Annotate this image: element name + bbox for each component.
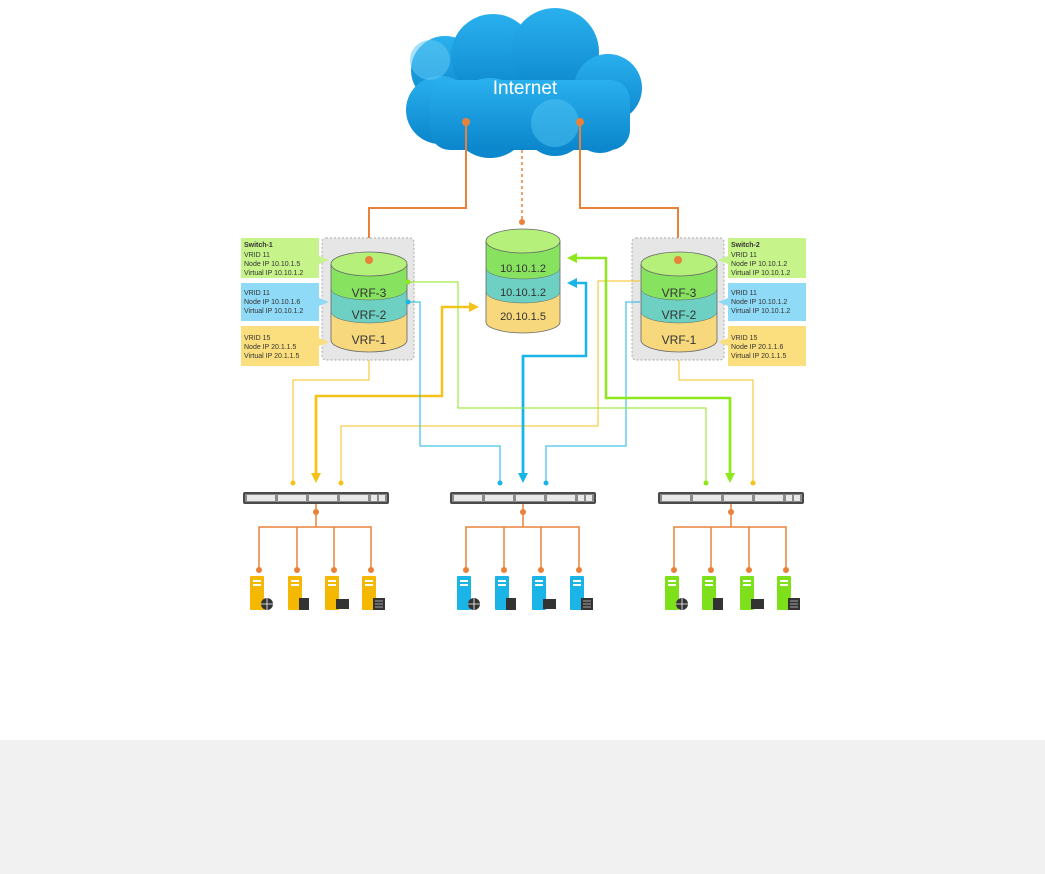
server: [495, 576, 516, 610]
switch1-blue-line3: Virtual IP 10.10.1.2: [244, 308, 303, 315]
list-icon: [581, 598, 593, 610]
center-store: 10.10.1.2 10.10.1.2 20.10.1.5: [485, 228, 561, 334]
globe-icon: [468, 598, 480, 610]
switch2-green-line2: Node IP 10.10.1.2: [731, 261, 787, 268]
monitor-icon: [543, 599, 556, 609]
switch2-title: Switch-2: [731, 242, 760, 249]
switch1-green-line1: VRID 11: [244, 252, 270, 259]
switch1-green-line3: Virtual IP 10.10.1.2: [244, 270, 303, 277]
switch1-title: Switch-1: [244, 242, 273, 249]
switch2-blue-line2: Node IP 10.10.1.2: [731, 299, 787, 306]
list-icon: [788, 598, 800, 610]
uplink-switch2: [579, 122, 679, 258]
server: [665, 576, 688, 610]
server: [570, 576, 593, 610]
switch2-blue-line3: Virtual IP 10.10.1.2: [731, 308, 790, 315]
yellow-links: [290, 280, 756, 486]
uplink-switch1: [368, 122, 467, 258]
switch1-yellow-line2: Node IP 20.1.1.5: [244, 344, 297, 351]
server-group-yellow: [250, 576, 385, 610]
server: [532, 576, 556, 610]
switch1-info-green: [241, 238, 319, 278]
switch1-vrf1-label: VRF-1: [352, 333, 387, 347]
switch1-info-yellow: [241, 326, 319, 366]
access-switch-center: [450, 492, 596, 504]
switch1-vrf3-label: VRF-3: [352, 286, 387, 300]
server: [702, 576, 723, 610]
switch2-vrf1-label: VRF-1: [662, 333, 697, 347]
globe-icon: [261, 598, 273, 610]
server: [362, 576, 385, 610]
switch-1: VRF-3 VRF-2 VRF-1 Switch-1 VRID 11 Node …: [241, 237, 415, 366]
footer-area: [0, 740, 1045, 874]
switch2-info-yellow: [728, 326, 806, 366]
server: [288, 576, 309, 610]
internet-cloud: Internet: [406, 8, 642, 158]
server-group-green: [665, 576, 800, 610]
document-icon: [506, 598, 516, 610]
switch1-vrf2-label: VRF-2: [352, 308, 387, 322]
server-tree-lines: [258, 504, 787, 570]
document-icon: [299, 598, 309, 610]
access-switch-left: [243, 492, 389, 504]
server: [457, 576, 480, 610]
switch2-yellow-line2: Node IP 20.1.1.6: [731, 344, 784, 351]
monitor-icon: [751, 599, 764, 609]
switch2-vrf3-label: VRF-3: [662, 286, 697, 300]
switch2-blue-line1: VRID 11: [731, 290, 757, 297]
center-layer-top: 10.10.1.2: [500, 263, 546, 275]
server: [777, 576, 800, 610]
server-tree-dots: [256, 509, 789, 573]
switch2-info-green: [728, 238, 806, 278]
switch1-yellow-line1: VRID 15: [244, 335, 271, 342]
switch2-vrf2-label: VRF-2: [662, 308, 697, 322]
switch2-green-line1: VRID 11: [731, 252, 757, 259]
switch2-info-blue: [728, 283, 806, 321]
green-links: [405, 253, 735, 486]
switch1-yellow-line3: Virtual IP 20.1.1.5: [244, 353, 299, 360]
switch1-blue-line2: Node IP 10.10.1.6: [244, 299, 300, 306]
switch2-green-line3: Virtual IP 10.10.1.2: [731, 270, 790, 277]
switch2-yellow-line1: VRID 15: [731, 335, 758, 342]
switch1-green-line2: Node IP 10.10.1.5: [244, 261, 300, 268]
server: [250, 576, 273, 610]
center-layer-bottom: 20.10.1.5: [500, 311, 546, 323]
center-layer-mid: 10.10.1.2: [500, 287, 546, 299]
switch1-info-blue: [241, 283, 319, 321]
monitor-icon: [336, 599, 349, 609]
internet-label: Internet: [493, 78, 558, 99]
network-diagram: Internet VRF-3 VRF-2 VRF-1 Switch-1 VRID…: [241, 8, 806, 610]
server: [325, 576, 349, 610]
server-group-blue: [457, 576, 593, 610]
globe-icon: [676, 598, 688, 610]
list-icon: [373, 598, 385, 610]
server: [740, 576, 764, 610]
switch-2: VRF-3 VRF-2 VRF-1 Switch-2 VRID 11 Node …: [631, 237, 806, 366]
uplink-lines: [368, 118, 679, 258]
access-switch-right: [658, 492, 804, 504]
switch1-blue-line1: VRID 11: [244, 290, 270, 297]
switch2-yellow-line3: Virtual IP 20.1.1.5: [731, 353, 786, 360]
blue-links: [405, 278, 640, 486]
document-icon: [713, 598, 723, 610]
